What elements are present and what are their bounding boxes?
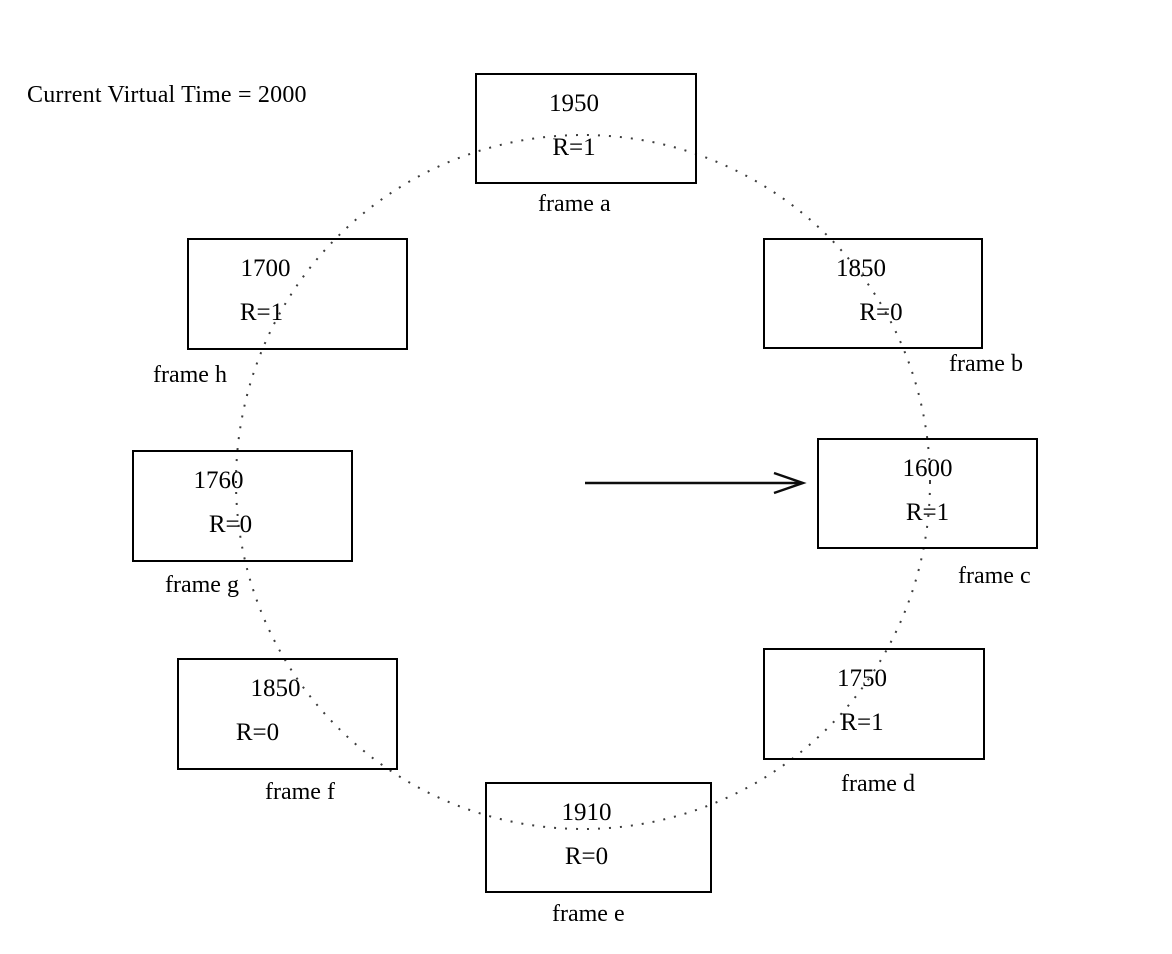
frame-e-time: 1910 (561, 799, 612, 826)
current-virtual-time-label: Current Virtual Time = 2000 (27, 82, 307, 108)
frame-g-time: 1760 (193, 467, 244, 494)
frame-g-rbit: R=0 (208, 511, 253, 538)
frame-h-time: 1700 (240, 255, 291, 282)
frame-b-rbit: R=0 (859, 299, 903, 326)
clock-hand-arrow-icon (585, 471, 807, 495)
frame-c-rbit: R=1 (905, 499, 950, 526)
frame-c-label: frame c (958, 563, 1031, 589)
frame-e-label: frame e (552, 901, 625, 927)
frame-a-label: frame a (538, 191, 611, 217)
frame-b-box: 1850 R=0 (763, 238, 983, 349)
frame-d-label: frame d (841, 771, 915, 797)
frame-h-rbit: R=1 (239, 299, 284, 326)
frame-d-box: 1750 R=1 (763, 648, 985, 760)
frame-f-time: 1850 (250, 675, 301, 702)
frame-a-rbit: R=1 (552, 134, 596, 161)
frame-a-box: 1950 R=1 (475, 73, 697, 184)
frame-h-label: frame h (153, 362, 227, 388)
frame-f-label: frame f (265, 779, 335, 805)
frame-g-box: 1760 R=0 (132, 450, 353, 562)
frame-d-time: 1750 (837, 665, 887, 692)
frame-e-box: 1910 R=0 (485, 782, 712, 893)
frame-f-box: 1850 R=0 (177, 658, 398, 770)
frame-c-time: 1600 (902, 455, 953, 482)
frame-h-box: 1700 R=1 (187, 238, 408, 350)
frame-b-label: frame b (949, 351, 1023, 377)
dotted-clock-circle (235, 134, 931, 830)
frame-c-box: 1600 R=1 (817, 438, 1038, 549)
frame-d-rbit: R=1 (840, 709, 884, 736)
frame-a-time: 1950 (549, 90, 599, 117)
frame-f-rbit: R=0 (235, 719, 280, 746)
frame-e-rbit: R=0 (564, 843, 609, 870)
frame-g-label: frame g (165, 572, 239, 598)
frame-b-time: 1850 (836, 255, 886, 282)
